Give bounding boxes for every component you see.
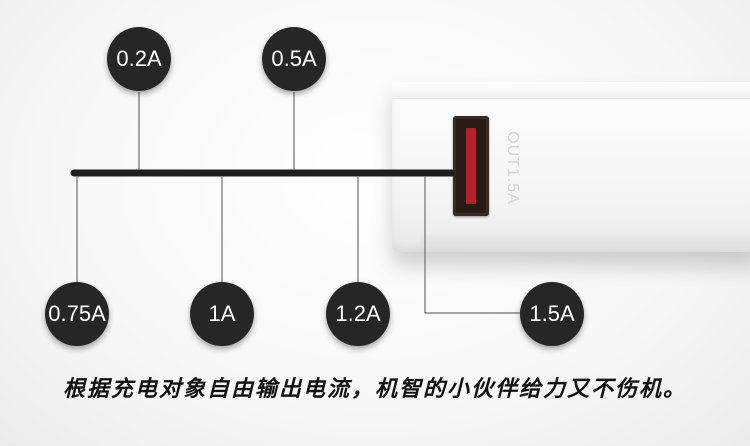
badge-0-2a: 0.2A <box>107 27 171 91</box>
charger-top-edge <box>392 82 750 99</box>
charger-bottom-edge <box>420 234 750 252</box>
caption-text: 根据充电对象自由输出电流，机智的小伙伴给力又不伤机。 <box>62 377 687 402</box>
charger-body: OUT1.5A <box>392 82 750 252</box>
connector-15 <box>424 176 520 314</box>
badge-1-2a: 1.2A <box>326 282 390 346</box>
badge-1-5a: 1.5A <box>520 282 584 346</box>
usb-port-tongue <box>466 128 476 204</box>
badge-1a: 1A <box>190 282 254 346</box>
usb-port-icon <box>453 116 489 216</box>
badge-0-5a: 0.5A <box>262 27 326 91</box>
badge-0-75a: 0.75A <box>45 282 109 346</box>
